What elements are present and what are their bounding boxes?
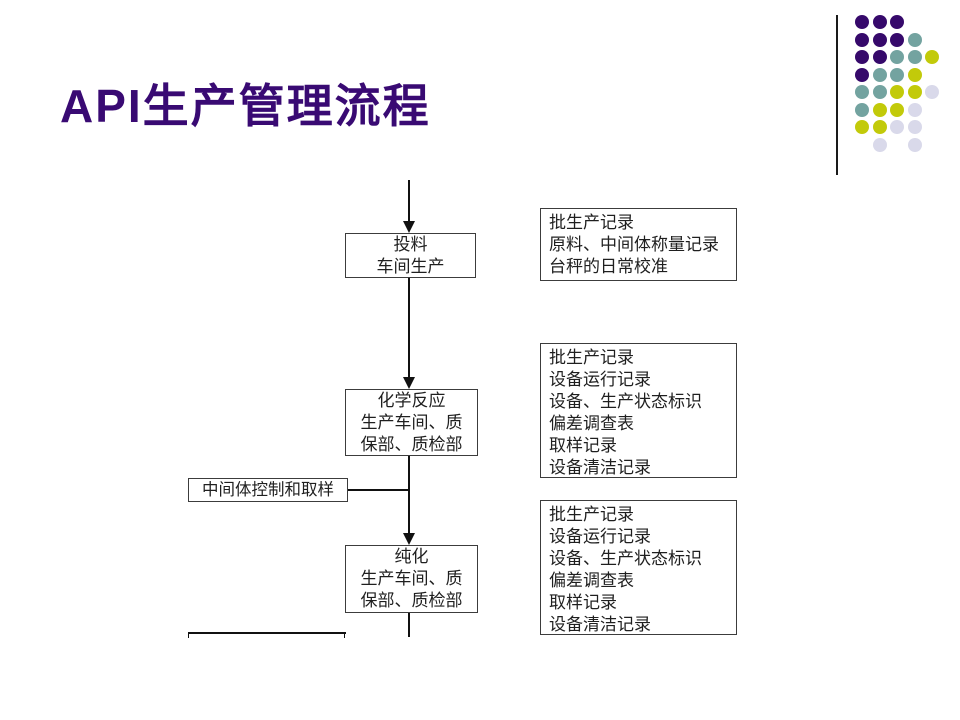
record-line: 设备清洁记录 — [549, 458, 651, 477]
decor-dot — [872, 50, 887, 64]
side-box-intermediate-control: 中间体控制和取样 — [188, 478, 348, 502]
decor-dot — [855, 120, 869, 134]
decor-dot — [855, 32, 869, 47]
process-box-line: 保部、质检部 — [360, 591, 463, 610]
partial-box-top-edge — [188, 632, 346, 634]
decor-dot — [872, 137, 887, 152]
record-line: 取样记录 — [549, 593, 617, 612]
dot-pattern-decoration — [855, 15, 955, 165]
process-box-line: 投料 — [393, 235, 428, 254]
record-line: 批生产记录 — [549, 505, 634, 524]
decor-dot — [872, 32, 887, 47]
record-box-purification: 批生产记录 设备运行记录 设备、生产状态标识 偏差调查表 取样记录 设备清洁记录 — [540, 500, 737, 635]
decor-dot — [855, 102, 869, 117]
record-line: 取样记录 — [549, 436, 617, 455]
decor-dot — [890, 120, 905, 134]
decor-dot — [890, 32, 905, 47]
decor-dot — [907, 102, 922, 117]
decor-dot — [855, 15, 869, 29]
partial-box-left-edge — [188, 632, 189, 638]
decor-dot — [925, 85, 940, 99]
decor-dot — [890, 67, 905, 82]
record-line: 偏差调查表 — [549, 414, 634, 433]
decor-dot — [907, 50, 922, 64]
connector-line-side-box — [348, 489, 408, 491]
record-line: 批生产记录 — [549, 213, 634, 232]
record-line: 设备、生产状态标识 — [549, 392, 702, 411]
record-box-feeding: 批生产记录 原料、中间体称量记录 台秤的日常校准 — [540, 208, 737, 281]
decor-dot — [872, 85, 887, 99]
process-box-feeding: 投料 车间生产 — [345, 233, 476, 278]
process-box-line: 生产车间、质 — [360, 413, 463, 432]
decor-dot — [907, 32, 922, 47]
connector-line-top — [408, 180, 410, 222]
vertical-rule-decoration — [836, 15, 838, 175]
arrowhead-into-feeding — [403, 221, 415, 233]
decor-dot — [872, 120, 887, 134]
process-box-line: 车间生产 — [376, 257, 445, 276]
decor-dot — [907, 67, 922, 82]
process-box-line: 化学反应 — [377, 391, 446, 410]
process-box-purification: 纯化 生产车间、质 保部、质检部 — [345, 545, 478, 613]
record-line: 批生产记录 — [549, 348, 634, 367]
decor-dot — [925, 50, 940, 64]
record-line: 设备清洁记录 — [549, 615, 651, 634]
process-box-chemical-reaction: 化学反应 生产车间、质 保部、质检部 — [345, 389, 478, 456]
decor-dot — [855, 50, 869, 64]
decor-dot — [855, 85, 869, 99]
arrowhead-into-purification — [403, 533, 415, 545]
connector-line-feeding-to-reaction — [408, 278, 410, 377]
decor-dot — [872, 102, 887, 117]
decor-dot — [890, 85, 905, 99]
process-box-line: 生产车间、质 — [360, 569, 463, 588]
record-line: 原料、中间体称量记录 — [549, 235, 719, 254]
page-title: API生产管理流程 — [60, 80, 431, 132]
process-box-line: 保部、质检部 — [360, 435, 463, 454]
side-box-label: 中间体控制和取样 — [202, 480, 334, 499]
record-box-reaction: 批生产记录 设备运行记录 设备、生产状态标识 偏差调查表 取样记录 设备清洁记录 — [540, 343, 737, 478]
decor-dot — [890, 15, 905, 29]
decor-dot — [872, 15, 887, 29]
record-line: 偏差调查表 — [549, 571, 634, 590]
record-line: 设备运行记录 — [549, 527, 651, 546]
decor-dot — [872, 67, 887, 82]
connector-line-bottom-tail — [408, 613, 410, 637]
decor-dot — [907, 120, 922, 134]
decor-dot — [890, 50, 905, 64]
record-line: 设备、生产状态标识 — [549, 549, 702, 568]
decor-dot — [907, 137, 922, 152]
record-line: 设备运行记录 — [549, 370, 651, 389]
record-line: 台秤的日常校准 — [549, 257, 668, 276]
arrowhead-into-reaction — [403, 377, 415, 389]
process-box-line: 纯化 — [394, 547, 429, 566]
connector-line-reaction-to-purification — [408, 456, 410, 534]
decor-dot — [907, 85, 922, 99]
partial-box-right-edge — [344, 632, 345, 638]
decor-dot — [855, 67, 869, 82]
decor-dot — [890, 102, 905, 117]
